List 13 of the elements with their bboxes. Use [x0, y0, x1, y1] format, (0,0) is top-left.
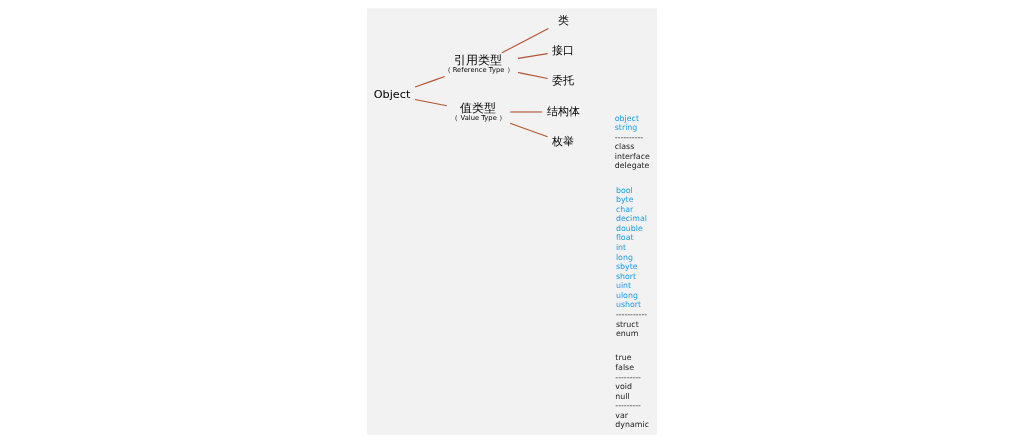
connector	[414, 75, 446, 88]
node-text: Object	[373, 87, 411, 101]
node-text: 接口	[552, 43, 575, 57]
connector	[509, 111, 543, 113]
node-text: 类	[557, 13, 569, 27]
node-text: 枚举	[552, 135, 575, 149]
node-text: 委托	[552, 74, 575, 88]
node-text: 结构体	[546, 104, 580, 118]
connector	[414, 98, 448, 107]
connector	[509, 122, 549, 138]
connector	[517, 53, 549, 59]
connector	[501, 27, 549, 54]
connector	[517, 71, 549, 79]
